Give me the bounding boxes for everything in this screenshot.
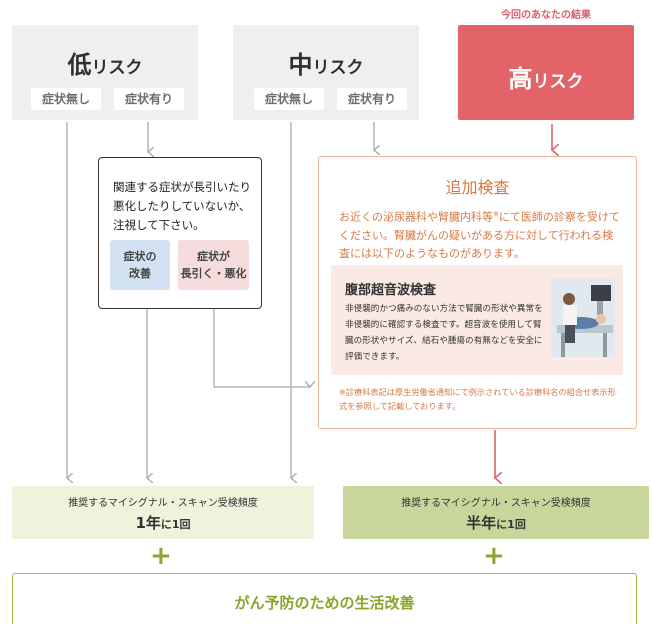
low-risk-title-suffix: リスク: [91, 58, 143, 78]
symptom-persist-line1: 症状が: [197, 250, 230, 263]
mid-risk-title-suffix: リスク: [312, 58, 364, 78]
freq-half-yearly-value-main: 半年: [466, 514, 497, 532]
low-risk-symptom: 症状有り: [114, 88, 184, 110]
low-risk-panel: 低リスク 症状無し 症状有り: [12, 25, 198, 120]
ultrasound-description: 非侵襲的かつ痛みのない方法で腎臓の形状や異常を非侵襲的に確認する検査です。超音波…: [345, 304, 543, 362]
watch-symptoms-box: 関連する症状が長引いたり悪化したりしていないか、注視して下さい。 症状の改善 症…: [98, 157, 262, 309]
mid-risk-symptom: 症状有り: [337, 88, 407, 110]
extra-exam-box: 追加検査 お近くの泌尿器科や腎臓内科等※にて医師の診察を受けてください。腎臓がん…: [318, 156, 637, 429]
low-risk-title-main: 低: [67, 51, 92, 79]
freq-yearly-value-suffix: に1回: [160, 518, 191, 531]
result-label: 今回のあなたの結果: [501, 10, 591, 21]
mid-risk-title-main: 中: [288, 51, 313, 79]
watch-symptoms-text: 関連する症状が長引いたり悪化したりしていないか、注視して下さい。: [113, 180, 251, 232]
low-risk-no-symptom: 症状無し: [31, 88, 101, 110]
plus-icon-left: +: [150, 541, 172, 571]
freq-yearly-value: 1年に1回: [12, 512, 314, 533]
high-risk-panel: 高リスク: [458, 25, 634, 120]
mid-risk-no-symptom: 症状無し: [254, 88, 324, 110]
extra-exam-footnote: ※診療科表記は厚生労働省通知にて例示されている診療科名の組合せ表示形式を参照して…: [339, 387, 616, 411]
plus-icon-right: +: [483, 541, 505, 571]
symptom-improved-box: 症状の改善: [110, 240, 170, 290]
extra-exam-desc-part2: にて医師の診察を受けてください。腎臓がんの疑いがある方に対して行われる検査には以…: [339, 210, 620, 260]
high-risk-title-main: 高: [508, 65, 533, 93]
low-risk-title: 低リスク: [12, 45, 198, 80]
symptom-improved-line2: 改善: [129, 267, 151, 280]
lifestyle-improvement-text: がん予防のための生活改善: [234, 594, 415, 612]
extra-exam-desc-part1: お近くの泌尿器科や腎臓内科等: [339, 210, 493, 224]
extra-exam-description: お近くの泌尿器科や腎臓内科等※にて医師の診察を受けてください。腎臓がんの疑いがあ…: [339, 205, 623, 263]
mid-risk-title: 中リスク: [233, 45, 419, 80]
extra-exam-title: 追加検査: [445, 178, 510, 197]
lifestyle-improvement-box: がん予防のための生活改善: [12, 573, 637, 624]
freq-box-yearly: 推奨するマイシグナル・スキャン受検頻度 1年に1回: [12, 486, 314, 539]
high-risk-title-suffix: リスク: [532, 72, 584, 92]
freq-half-yearly-value: 半年に1回: [343, 512, 649, 533]
symptom-improved-line1: 症状の: [123, 250, 157, 263]
freq-yearly-label: 推奨するマイシグナル・スキャン受検頻度: [68, 498, 258, 509]
ultrasound-panel: 腹部超音波検査 非侵襲的かつ痛みのない方法で腎臓の形状や異常を非侵襲的に確認する…: [331, 265, 623, 375]
freq-half-yearly-value-suffix: に1回: [496, 518, 526, 531]
high-risk-title: 高リスク: [458, 59, 634, 94]
symptom-persist-line2: 長引く・悪化: [180, 267, 247, 280]
freq-yearly-value-main: 1年: [135, 514, 161, 532]
ultrasound-exam-illustration: [551, 279, 615, 357]
freq-box-half-yearly: 推奨するマイシグナル・スキャン受検頻度 半年に1回: [343, 486, 649, 539]
mid-risk-panel: 中リスク 症状無し 症状有り: [233, 25, 419, 120]
extra-exam-desc-mark: ※: [493, 210, 499, 218]
freq-half-yearly-label: 推奨するマイシグナル・スキャン受検頻度: [401, 498, 591, 509]
symptom-persist-box: 症状が長引く・悪化: [178, 240, 249, 290]
ultrasound-title: 腹部超音波検査: [345, 283, 437, 298]
